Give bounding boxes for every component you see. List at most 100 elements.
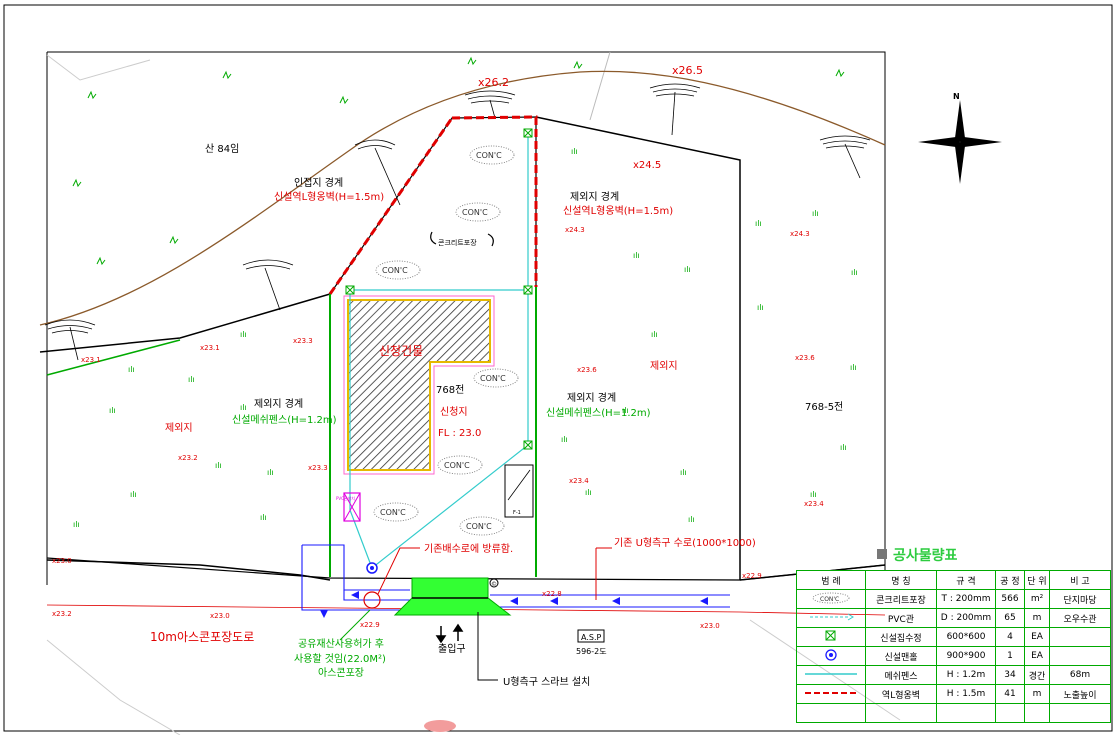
svg-text:x23.4: x23.4 <box>804 500 824 508</box>
label-excluded-boundary-left: 제외지 경계 <box>254 397 303 410</box>
map-border-top <box>47 51 886 570</box>
svg-text:CON'C: CON'C <box>462 208 488 217</box>
quantity-table-title: 공사물량표 <box>893 548 958 564</box>
svg-text:ılı: ılı <box>633 251 640 260</box>
small-box-f1 <box>504 464 534 518</box>
u-channel <box>301 544 730 611</box>
quantity-table: 범 례 명 칭 규 격 공 정 단 위 비 고 CON'C 콘크리트포장 T :… <box>796 570 1111 723</box>
svg-text:ılı: ılı <box>585 488 592 497</box>
svg-text:x23.2: x23.2 <box>52 610 72 618</box>
label-lot-768-5: 768-5전 <box>805 401 843 413</box>
lot-596-label: 596-2도 <box>576 647 607 656</box>
svg-text:CON'C: CON'C <box>820 596 839 603</box>
entrance-apron <box>393 597 512 616</box>
svg-text:x24.5: x24.5 <box>633 160 661 171</box>
table-row: PVC관 D : 200mm 65 m 오우수관 <box>796 608 1111 628</box>
svg-text:x23.2: x23.2 <box>178 454 198 462</box>
table-row <box>796 703 1111 723</box>
label-applied-lot: 신청지 <box>440 406 468 418</box>
table-header: 공 정 <box>995 570 1025 590</box>
label-u-slab: U형측구 스라브 설치 <box>503 676 590 688</box>
label-mesh-fence-right: 신설메쉬펜스(H=1.2m) <box>546 407 651 419</box>
svg-text:ılı: ılı <box>240 403 247 412</box>
svg-text:ılı: ılı <box>851 268 858 277</box>
small-box-label: F-1 <box>513 510 521 516</box>
svg-text:x23.1: x23.1 <box>200 344 220 352</box>
svg-text:x22.9: x22.9 <box>360 621 380 629</box>
ph-box <box>343 492 361 522</box>
flow-arrows <box>320 591 708 618</box>
legend-concrete-icon: CON'C <box>796 589 866 609</box>
label-excluded-boundary-rt: 제외지 경계 <box>570 190 619 203</box>
legend-pipe-icon <box>796 608 866 628</box>
svg-text:CON'C: CON'C <box>476 151 502 160</box>
label-excluded-right: 제외지 <box>650 360 678 372</box>
label-public-use-1: 공유재산사용허가 후 <box>298 638 384 650</box>
table-row: 신설맨홀 900*900 1 EA <box>796 646 1111 666</box>
legend-inlet-icon <box>796 627 866 647</box>
svg-text:x23.4: x23.4 <box>569 477 589 485</box>
green-parcel-line <box>46 339 181 376</box>
north-arrow-icon: N <box>918 92 1002 184</box>
svg-text:ılı: ılı <box>571 147 578 156</box>
svg-text:ılı: ılı <box>812 209 819 218</box>
quantity-table-marker <box>877 549 887 559</box>
svg-text:x24.3: x24.3 <box>565 226 585 234</box>
svg-text:x26.5: x26.5 <box>672 64 703 77</box>
svg-text:ılı: ılı <box>840 443 847 452</box>
table-header: 단 위 <box>1024 570 1050 590</box>
svg-text:x24.3: x24.3 <box>790 230 810 238</box>
svg-text:ılı: ılı <box>73 520 80 529</box>
svg-text:ılı: ılı <box>757 303 764 312</box>
asp-label: A.S.P <box>581 633 601 642</box>
svg-text:CON'C: CON'C <box>380 508 406 517</box>
legend-wall-icon <box>796 684 866 704</box>
svg-text:ılı: ılı <box>680 468 687 477</box>
grass-symbols <box>72 56 845 266</box>
table-row: 메쉬펜스 H : 1.2m 34 경간 68m <box>796 665 1111 685</box>
label-excluded-boundary-right: 제외지 경계 <box>567 391 616 404</box>
ph-box-label: PVC관설치 <box>336 495 355 501</box>
label-san84: 산 84임 <box>205 142 239 155</box>
label-adjacent-boundary: 인접지 경계 <box>294 176 343 189</box>
svg-text:x23.0: x23.0 <box>52 557 72 565</box>
svg-text:ılı: ılı <box>688 515 695 524</box>
svg-text:x23.6: x23.6 <box>577 366 597 374</box>
table-header: 규 격 <box>936 570 996 590</box>
svg-text:ılı: ılı <box>267 468 274 477</box>
svg-text:CON'C: CON'C <box>466 522 492 531</box>
svg-text:CON'C: CON'C <box>480 374 506 383</box>
svg-text:CON'C: CON'C <box>444 461 470 470</box>
svg-text:x23.1: x23.1 <box>81 356 101 364</box>
svg-text:ılı: ılı <box>240 330 247 339</box>
label-road: 10m아스콘포장도로 <box>150 630 254 644</box>
concrete-pave-label: 콘크리트포장 <box>438 238 477 247</box>
label-building: 신청건물 <box>379 344 423 358</box>
stamp <box>424 720 456 732</box>
building-footprint <box>347 299 491 471</box>
label-entrance: 출입구 <box>438 642 466 655</box>
slope-marks <box>44 83 871 361</box>
building-outline <box>343 295 495 475</box>
label-excluded-wall-rt: 신설역L형옹벽(H=1.5m) <box>563 205 673 217</box>
svg-text:x22.9: x22.9 <box>742 572 762 580</box>
table-row: 신설집수정 600*600 4 EA <box>796 627 1111 647</box>
legend-manhole-icon <box>796 646 866 666</box>
svg-text:ılı: ılı <box>755 219 762 228</box>
inlet-markers <box>345 128 533 450</box>
label-mesh-fence-left: 신설메쉬펜스(H=1.2m) <box>232 414 337 426</box>
svg-text:ılı: ılı <box>810 490 817 499</box>
concrete-symbols: CON'C CON'C CON'C CON'C CON'C CON'C CON'… <box>373 145 519 536</box>
label-asphalt-pave: 아스콘포장 <box>318 667 364 679</box>
legend-fence-icon <box>796 665 866 685</box>
svg-text:x23.3: x23.3 <box>308 464 328 472</box>
svg-text:ılı: ılı <box>850 363 857 372</box>
label-u-channel-note: 기존 U형측구 수로(1000*1000) <box>614 537 756 549</box>
table-row: CON'C 콘크리트포장 T : 200mm 566 m² 단지마당 <box>796 589 1111 609</box>
svg-text:©: © <box>491 581 497 588</box>
table-row: 역L형옹벽 H : 1.5m 41 m 노출높이 <box>796 684 1111 704</box>
entrance-arrows <box>435 623 464 644</box>
svg-text:ılı: ılı <box>109 406 116 415</box>
label-fl: FL : 23.0 <box>438 428 481 439</box>
